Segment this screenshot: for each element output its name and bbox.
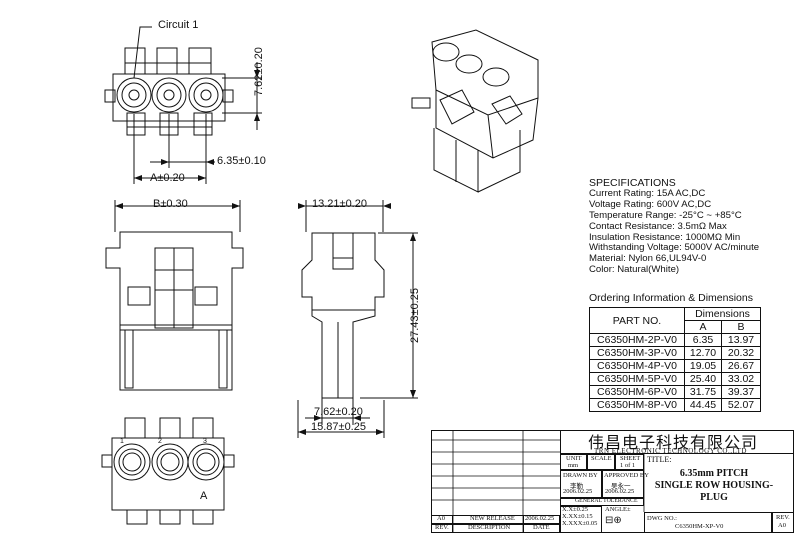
rev-cell [772,512,794,533]
cell-a: 12.70 [684,346,722,360]
drawn-by-label: DRAWN BY [563,472,598,479]
rev-col [431,515,453,533]
circuit-1-label: Circuit 1 [158,19,199,31]
date-col [523,515,560,533]
dim-pin-width: 7.62±0.20 [314,406,363,418]
general-tolerance-label: GENERAL TOLERANCE [575,498,638,504]
col-dimensions-header: Dimensions [684,307,761,321]
scale-cell [587,454,615,470]
rev-label: REV. [776,514,790,521]
bottom-view-label: A [200,490,208,502]
top-view [104,26,262,184]
cell-a: 31.75 [684,385,722,399]
spec-line: Withstanding Voltage: 5000V AC/minute [589,242,760,254]
projection-symbol-icon: ⊟⊕ [605,515,622,526]
drawn-by-name: 李勤 [570,483,583,490]
company-name-cn: 伟昌电子科技有限公司 [588,435,759,452]
tolerance-header-cell [560,498,644,506]
sheet-cell [615,454,644,470]
spec-line: Contact Resistance: 3.5mΩ Max [589,220,727,232]
spec-line: Voltage Rating: 600V AC,DC [589,198,712,210]
ordering-heading: Ordering Information & Dimensions [589,292,753,304]
unit-value: mm [568,462,579,469]
dwg-no-value: C6350HM-XP-V0 [675,523,724,530]
dim-a: A±0.20 [150,172,185,184]
approved-by-cell [602,470,644,498]
approved-by-label: APPROVED BY [604,472,649,479]
revision-date: 2006.02.25 [525,515,555,522]
dim-b: B±0.30 [153,198,188,210]
tolerance-2: X.XX±0.15 [562,513,593,520]
tolerance-3: X.XXX±0.05 [562,520,598,527]
spec-line: Current Rating: 15A AC,DC [589,187,706,199]
pin-number-1: 1 [120,438,124,445]
dim-pitch: 6.35±0.10 [217,155,266,167]
spec-line: Material: Nylon 66,UL94V-0 [589,253,707,265]
company-name-en: TRN ELECTRONIC TECHNOLOGY CO.,LTD [594,447,747,455]
spec-line: Temperature Range: -25°C ~ +85°C [589,209,742,221]
specifications-block: SPECIFICATIONS Current Rating: 15A AC,DC… [589,178,759,276]
scale-label: SCALE [591,455,612,462]
revision-description: NEW RELEASE [470,515,515,522]
dimension-arrows [115,70,416,435]
revision-col-rev: REV. [435,524,449,531]
bottom-view [101,417,235,525]
tolerance-1: X.X±0.25 [562,506,588,513]
title-label: TITLE: [647,455,672,464]
pin-number-3: 3 [203,438,207,445]
dwg-no-label: DWG NO.: [647,515,677,522]
cell-part: C6350HM-5P-V0 [589,372,685,386]
isometric-view [411,29,539,193]
revision-rev: A0 [437,515,445,522]
unit-label: UNIT [566,455,582,462]
approved-by-name: 吴永一 [611,483,631,490]
dim-side-width: 13.21±0.20 [312,198,367,210]
angle-label: ANGLE± [605,506,631,513]
side-view [297,200,418,438]
pin-number-2: 2 [158,438,162,445]
title-line: SINGLE ROW HOUSING- [654,480,774,491]
company-cell [560,430,794,454]
spec-line: Insulation Resistance: 1000MΩ Min [589,231,741,243]
drawing-title: 6.35mm PITCH SINGLE ROW HOUSING- PLUG [654,468,774,504]
rev-value: A0 [778,522,786,529]
dim-base-width: 15.87±0.25 [311,421,366,433]
dwg-no-cell [644,512,772,533]
cell-part: C6350HM-8P-V0 [589,398,685,412]
tolerance-values-cell [560,506,602,533]
sheet-label: SHEET [620,455,641,462]
drawn-by-cell [560,470,602,498]
specifications-heading: SPECIFICATIONS [589,177,676,189]
cell-b: 20.32 [721,346,761,360]
sheet-value: 1 of 1 [620,462,636,469]
unit-cell [560,454,587,470]
drawn-date: 2006.02.25 [563,488,593,495]
title-line: PLUG [700,492,728,503]
cell-b: 13.97 [721,333,761,347]
title-line: 6.35mm PITCH [679,468,749,479]
spec-line: Color: Natural(White) [589,264,680,276]
front-view [105,200,244,391]
cell-b: 52.07 [721,398,761,412]
cell-a: 6.35 [684,333,722,347]
revision-col-date: DATE [533,524,550,531]
revision-col-description: DESCRIPTION [468,524,511,531]
approved-date: 2006.02.25 [605,488,635,495]
